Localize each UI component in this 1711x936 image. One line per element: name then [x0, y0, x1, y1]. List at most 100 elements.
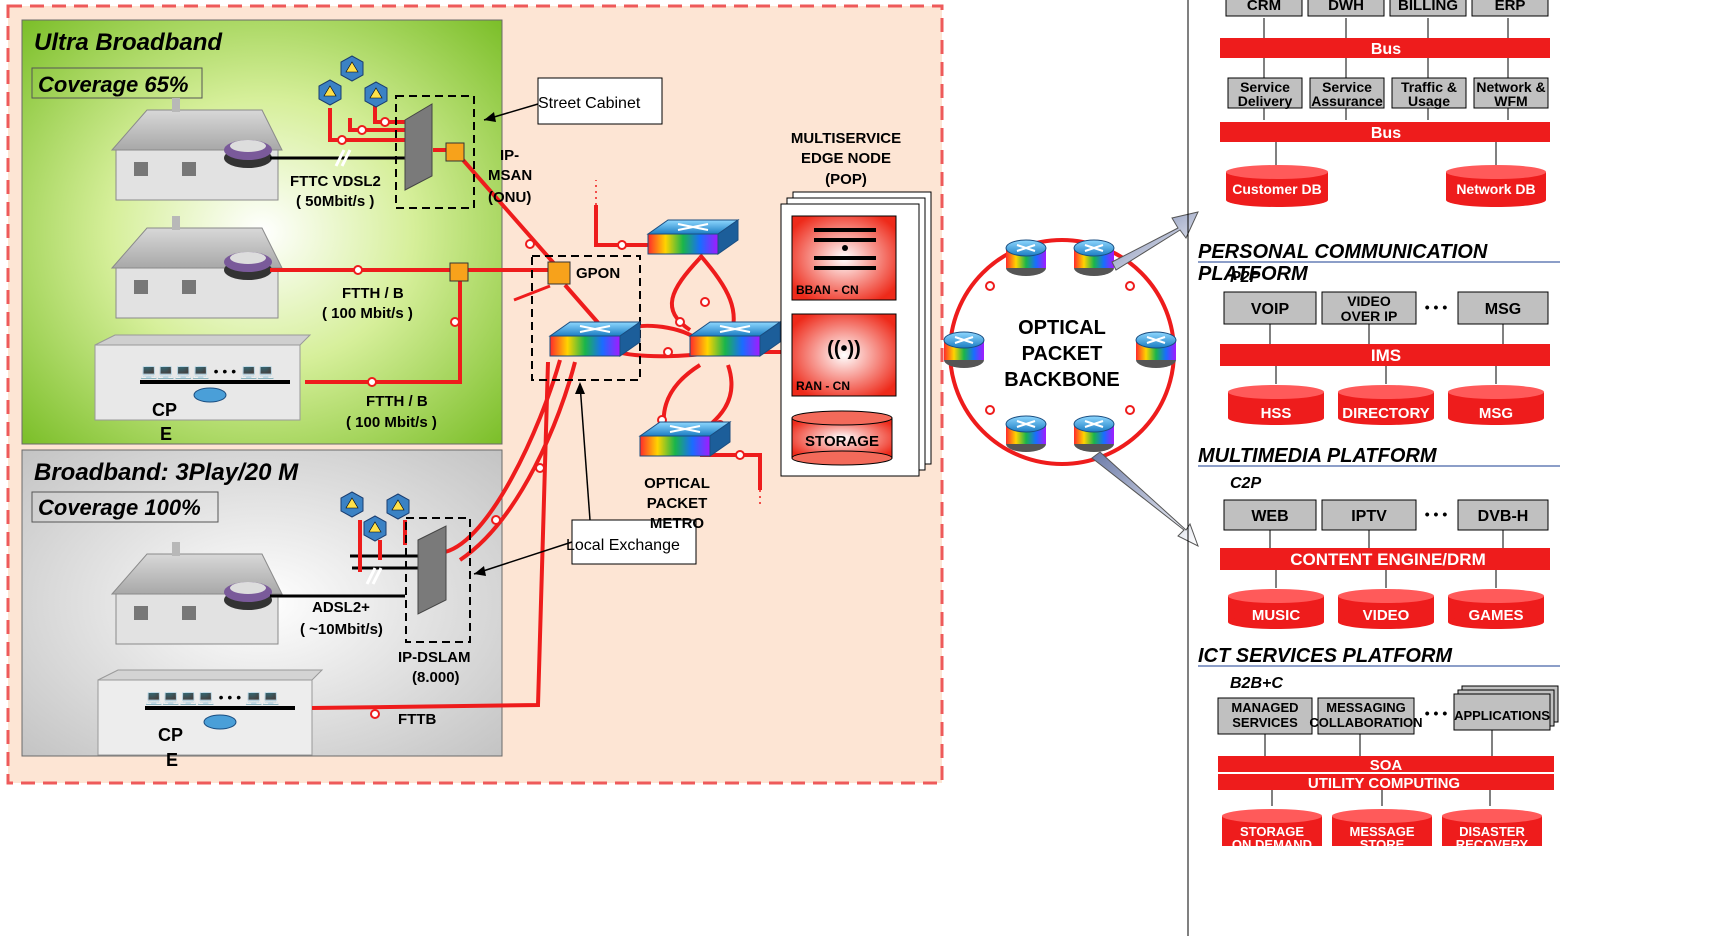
break-mark: [334, 149, 383, 585]
modem-icon: [224, 252, 272, 280]
box-label: Network &: [1476, 79, 1545, 95]
messaging-label: MESSAGING: [1326, 700, 1405, 715]
network-wfm-box: [1473, 77, 1549, 109]
cpe-label: E: [160, 424, 172, 444]
dwh-box: [1307, 0, 1385, 17]
ip-msan-cabinet: [395, 95, 475, 209]
erp-label: ERP: [1495, 0, 1526, 14]
storage-label: STORAGE: [805, 433, 879, 450]
switch-icon: [639, 421, 731, 457]
copper-line: [270, 156, 420, 598]
cpe-label: E: [166, 750, 178, 770]
ict-title: ICT SERVICES PLATFORM: [1198, 645, 1453, 667]
broadband-coverage-label: Coverage 100%: [38, 495, 201, 520]
ip-dslam-label: IP-DSLAM: [398, 649, 471, 666]
iptv-label: IPTV: [1351, 508, 1387, 525]
ellipsis: • • •: [1425, 299, 1448, 315]
mmp-title: MULTIMEDIA PLATFORM: [1198, 445, 1438, 467]
web-label: WEB: [1251, 508, 1288, 525]
billing-box: [1389, 0, 1467, 17]
broadband-coverage-box: [31, 491, 219, 523]
voip-label: VOIP: [1251, 301, 1290, 318]
ftthb-label: FTTH / B: [366, 393, 428, 410]
managed-services-box: [1217, 697, 1313, 735]
ip-dslam-frame: [405, 517, 471, 643]
local-exchange-callout: [571, 519, 697, 565]
router-icon: [1005, 415, 1047, 453]
pc-icons: 💻💻💻💻 • • • 💻💻: [140, 363, 275, 380]
edge-node-label: (POP): [825, 171, 867, 188]
network-db-label: Network DB: [1456, 181, 1535, 197]
street-cabinet-callout: [537, 77, 663, 125]
ring-joints: [985, 281, 1135, 415]
video-over-ip-label: VIDEO: [1347, 293, 1391, 309]
pc-icons: 💻💻💻💻 • • • 💻💻: [145, 689, 280, 706]
callout-pointer: [473, 541, 573, 575]
arrow-to-platforms: [1111, 211, 1199, 271]
backbone-label: PACKET: [1022, 343, 1103, 365]
disaster-recovery-label: RECOVERY: [1456, 837, 1529, 852]
soa-bar: [1218, 756, 1554, 772]
managed-services-label: SERVICES: [1232, 715, 1298, 730]
it-platform: [1263, 18, 1509, 166]
box-label: Assurance: [1311, 93, 1383, 109]
music-label: MUSIC: [1252, 607, 1301, 624]
dvbh-label: DVB-H: [1478, 508, 1529, 525]
pcp-title: PERSONAL COMMUNICATION: [1198, 241, 1488, 263]
local-exchange-label: Local Exchange: [566, 537, 680, 554]
modem-icon: [224, 140, 272, 168]
messaging-label: COLLABORATION: [1309, 715, 1422, 730]
ultra-broadband-title: Ultra Broadband: [34, 29, 223, 56]
olt-icon: [547, 261, 571, 285]
ftthb-speed: ( 100 Mbit/s ): [346, 414, 437, 431]
switch-icon: [689, 321, 781, 357]
ftthb-speed: ( 100 Mbit/s ): [322, 305, 413, 322]
box-label: WFM: [1494, 93, 1527, 109]
antenna-icon: [340, 55, 364, 82]
street-cabinet-label: Street Cabinet: [538, 95, 641, 112]
antenna-icon: [318, 79, 342, 106]
utility-computing-label: UTILITY COMPUTING: [1308, 775, 1460, 792]
video-over-ip-box: [1321, 291, 1417, 325]
content-engine-bar: [1220, 548, 1550, 570]
box-label: Usage: [1408, 93, 1450, 109]
video-label: VIDEO: [1363, 607, 1410, 624]
traffic-usage-box: [1391, 77, 1467, 109]
bus-label: Bus: [1371, 125, 1401, 142]
antenna-icon: [386, 493, 410, 520]
fttc-speed: ( 50Mbit/s ): [296, 193, 374, 210]
soa-label: SOA: [1370, 757, 1403, 774]
iptv-box: [1321, 499, 1417, 531]
pcp-title: PLATFORM: [1198, 263, 1309, 285]
radio-icon: ((•)): [827, 338, 861, 360]
directory-db: [1338, 385, 1434, 425]
storage-on-demand-label: STORAGE: [1240, 824, 1304, 839]
service-delivery-box: [1227, 77, 1303, 109]
callout-pointer: [579, 383, 591, 521]
metro-label: PACKET: [647, 495, 708, 512]
content-engine-label: CONTENT ENGINE/DRM: [1290, 550, 1486, 569]
fttc-label: FTTC VDSL2: [290, 173, 381, 190]
directory-label: DIRECTORY: [1342, 405, 1430, 422]
hss-db: [1228, 385, 1324, 425]
voip-box: [1223, 291, 1317, 325]
box-label: Service: [1240, 79, 1290, 95]
router-icon: [1073, 239, 1115, 277]
antenna-icon: [363, 515, 387, 542]
ellipsis: • • •: [1425, 705, 1448, 721]
ip-msan-label: (ONU): [488, 189, 531, 206]
antenna-icon: [364, 81, 388, 108]
customer-db-label: Customer DB: [1232, 181, 1321, 197]
router-icon: [1005, 239, 1047, 277]
hss-label: HSS: [1261, 405, 1292, 422]
utility-computing-bar: [1218, 774, 1554, 790]
games-db: [1448, 589, 1544, 629]
ip-msan-icon: [404, 103, 433, 191]
break-mark: [513, 284, 551, 302]
box-label: Delivery: [1238, 93, 1293, 109]
ultra-coverage-label: Coverage 65%: [38, 72, 188, 97]
gpon-label: GPON: [576, 265, 620, 282]
metro-label: OPTICAL: [644, 475, 710, 492]
office-building-icon: 💻💻💻💻 • • • 💻💻: [94, 334, 312, 421]
